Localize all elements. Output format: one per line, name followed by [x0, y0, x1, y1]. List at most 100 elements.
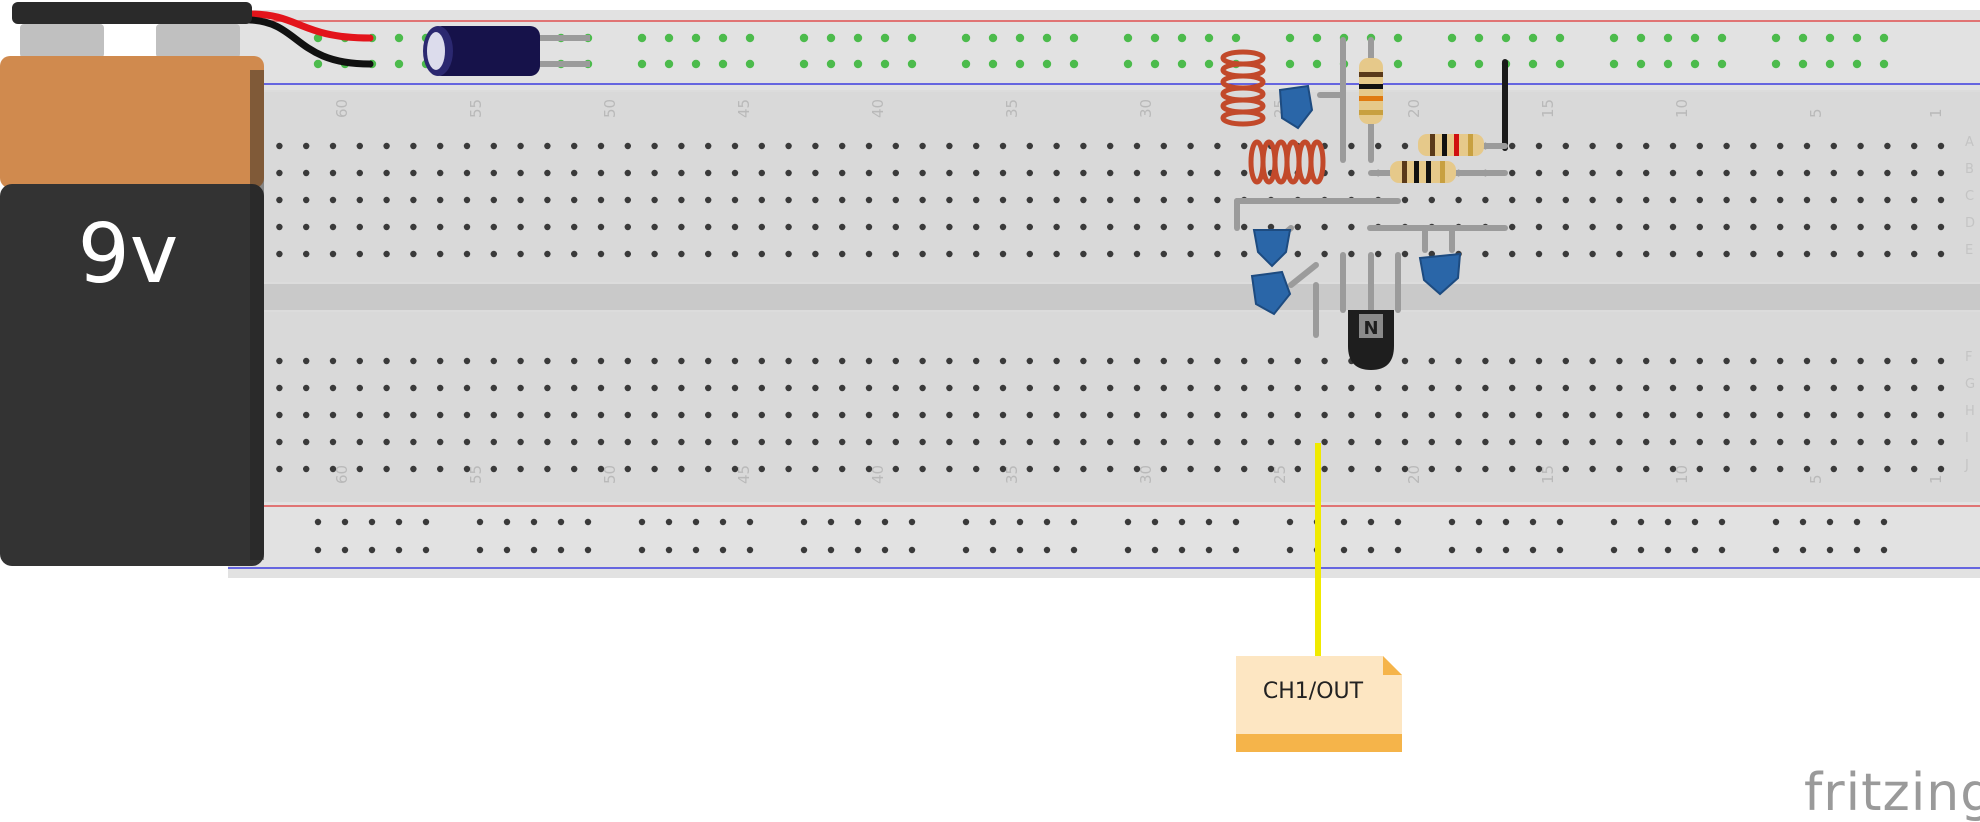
- breadboard-hole[interactable]: [1771, 59, 1781, 69]
- breadboard-hole[interactable]: [865, 250, 873, 258]
- breadboard-hole[interactable]: [1177, 33, 1187, 43]
- breadboard-hole[interactable]: [1133, 411, 1141, 419]
- breadboard-hole[interactable]: [503, 546, 511, 554]
- breadboard-hole[interactable]: [1133, 250, 1141, 258]
- breadboard-hole[interactable]: [517, 223, 524, 231]
- breadboard-hole[interactable]: [1717, 33, 1727, 43]
- breadboard-hole[interactable]: [1669, 465, 1677, 473]
- breadboard-hole[interactable]: [303, 196, 310, 204]
- breadboard-hole[interactable]: [999, 250, 1007, 258]
- breadboard-hole[interactable]: [624, 411, 631, 419]
- breadboard-hole[interactable]: [1690, 59, 1700, 69]
- breadboard-hole[interactable]: [1830, 438, 1838, 446]
- breadboard-hole[interactable]: [1286, 518, 1294, 526]
- breadboard-hole[interactable]: [1717, 59, 1727, 69]
- breadboard-hole[interactable]: [1562, 384, 1570, 392]
- breadboard-hole[interactable]: [624, 384, 631, 392]
- breadboard-hole[interactable]: [1723, 142, 1730, 150]
- breadboard-hole[interactable]: [1643, 411, 1650, 419]
- breadboard-hole[interactable]: [839, 169, 846, 177]
- breadboard-hole[interactable]: [1107, 196, 1114, 204]
- breadboard-hole[interactable]: [1348, 169, 1355, 177]
- breadboard-hole[interactable]: [1643, 169, 1650, 177]
- breadboard-hole[interactable]: [544, 384, 551, 392]
- breadboard-hole[interactable]: [1696, 411, 1704, 419]
- breadboard-hole[interactable]: [785, 250, 792, 258]
- breadboard-hole[interactable]: [1690, 33, 1700, 43]
- breadboard-hole[interactable]: [812, 411, 819, 419]
- breadboard-hole[interactable]: [1482, 384, 1489, 392]
- breadboard-hole[interactable]: [678, 438, 685, 446]
- breadboard-hole[interactable]: [1696, 223, 1704, 231]
- breadboard-hole[interactable]: [1367, 546, 1375, 554]
- breadboard-hole[interactable]: [1241, 142, 1248, 150]
- breadboard-hole[interactable]: [1562, 465, 1570, 473]
- breadboard-hole[interactable]: [973, 357, 980, 365]
- breadboard-hole[interactable]: [624, 169, 631, 177]
- breadboard-hole[interactable]: [463, 169, 471, 177]
- breadboard-hole[interactable]: [826, 59, 836, 69]
- breadboard-hole[interactable]: [1123, 59, 1133, 69]
- breadboard-hole[interactable]: [1535, 465, 1543, 473]
- breadboard-hole[interactable]: [313, 33, 323, 43]
- breadboard-hole[interactable]: [1107, 438, 1114, 446]
- ceramic-capacitor[interactable]: [1418, 252, 1462, 296]
- breadboard-hole[interactable]: [865, 411, 873, 419]
- breadboard-hole[interactable]: [329, 357, 337, 365]
- breadboard-hole[interactable]: [1937, 142, 1945, 150]
- breadboard-hole[interactable]: [1160, 223, 1168, 231]
- breadboard-hole[interactable]: [1312, 59, 1322, 69]
- breadboard-hole[interactable]: [892, 250, 899, 258]
- breadboard-hole[interactable]: [908, 518, 916, 526]
- breadboard-hole[interactable]: [490, 196, 497, 204]
- breadboard-hole[interactable]: [1830, 142, 1838, 150]
- breadboard-hole[interactable]: [1911, 250, 1918, 258]
- breadboard-hole[interactable]: [1777, 357, 1784, 365]
- breadboard-hole[interactable]: [691, 59, 701, 69]
- breadboard-hole[interactable]: [356, 438, 363, 446]
- breadboard-hole[interactable]: [1528, 33, 1538, 43]
- breadboard-hole[interactable]: [839, 357, 846, 365]
- breadboard-hole[interactable]: [854, 546, 862, 554]
- breadboard-hole[interactable]: [1509, 384, 1516, 392]
- breadboard-hole[interactable]: [1562, 357, 1570, 365]
- resistor-horizontal-upper[interactable]: [1418, 134, 1484, 156]
- breadboard-hole[interactable]: [356, 411, 363, 419]
- breadboard-hole[interactable]: [1151, 546, 1159, 554]
- breadboard-hole[interactable]: [1394, 518, 1402, 526]
- breadboard-hole[interactable]: [745, 59, 755, 69]
- breadboard-hole[interactable]: [1826, 518, 1834, 526]
- breadboard-hole[interactable]: [1803, 142, 1811, 150]
- breadboard-hole[interactable]: [276, 169, 283, 177]
- breadboard-hole[interactable]: [544, 196, 551, 204]
- breadboard-hole[interactable]: [758, 384, 765, 392]
- breadboard-hole[interactable]: [597, 357, 605, 365]
- breadboard-hole[interactable]: [1475, 518, 1483, 526]
- breadboard-hole[interactable]: [463, 465, 471, 473]
- breadboard-hole[interactable]: [758, 411, 765, 419]
- breadboard-hole[interactable]: [758, 223, 765, 231]
- breadboard-hole[interactable]: [410, 196, 417, 204]
- breadboard-hole[interactable]: [571, 223, 578, 231]
- breadboard-hole[interactable]: [1616, 169, 1623, 177]
- breadboard-hole[interactable]: [881, 518, 889, 526]
- ceramic-capacitor[interactable]: [1278, 84, 1314, 130]
- breadboard-hole[interactable]: [1348, 250, 1355, 258]
- breadboard-hole[interactable]: [1107, 465, 1114, 473]
- breadboard-hole[interactable]: [1556, 518, 1564, 526]
- breadboard-hole[interactable]: [1798, 59, 1808, 69]
- breadboard-hole[interactable]: [865, 169, 873, 177]
- breadboard-hole[interactable]: [1589, 357, 1596, 365]
- breadboard-hole[interactable]: [1884, 438, 1891, 446]
- breadboard-hole[interactable]: [410, 465, 417, 473]
- breadboard-hole[interactable]: [1267, 465, 1275, 473]
- breadboard-hole[interactable]: [1669, 357, 1677, 365]
- breadboard-hole[interactable]: [1340, 546, 1348, 554]
- breadboard-hole[interactable]: [1160, 411, 1168, 419]
- breadboard-hole[interactable]: [1803, 384, 1811, 392]
- breadboard-hole[interactable]: [692, 546, 700, 554]
- breadboard-hole[interactable]: [678, 465, 685, 473]
- breadboard-hole[interactable]: [1723, 169, 1730, 177]
- breadboard-hole[interactable]: [1750, 223, 1757, 231]
- breadboard-hole[interactable]: [731, 196, 739, 204]
